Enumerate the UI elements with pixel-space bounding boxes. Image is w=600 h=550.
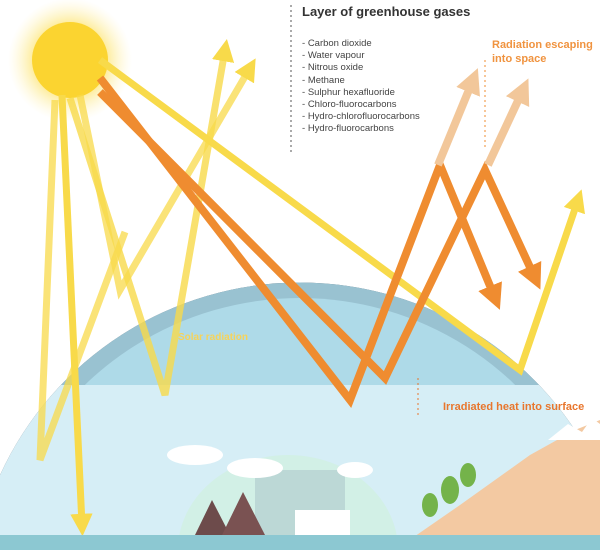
gas-item: Methane xyxy=(302,75,420,87)
trees xyxy=(422,463,476,517)
solar-ray-4 xyxy=(36,99,129,462)
tree xyxy=(441,476,459,504)
volcano-left xyxy=(195,500,230,535)
gas-item: Hydro-chlorofluorocarbons xyxy=(302,111,420,123)
greenhouse-gas-list: Carbon dioxide Water vapour Nitrous oxid… xyxy=(302,38,420,136)
solar-ray-5 xyxy=(97,57,585,376)
cloud xyxy=(167,445,223,465)
escaping-ray-2 xyxy=(484,78,530,167)
gas-item: Nitrous oxide xyxy=(302,62,420,74)
solar-ray-3 xyxy=(66,38,235,397)
heat-ray-2 xyxy=(97,89,542,385)
snow-cap xyxy=(548,418,600,440)
cloud xyxy=(337,462,373,478)
gas-item: Hydro-fluorocarbons xyxy=(302,123,420,135)
gas-item: Carbon dioxide xyxy=(302,38,420,50)
tree xyxy=(422,493,438,517)
sun xyxy=(32,22,108,98)
heat-rays xyxy=(96,75,542,409)
solar-rays xyxy=(36,38,585,537)
escaping-ray-1 xyxy=(434,68,480,167)
factory xyxy=(295,510,350,535)
solar-radiation-label: Solar radiation xyxy=(178,332,249,343)
clouds xyxy=(167,445,373,478)
gas-item: Sulphur hexafluoride xyxy=(302,87,420,99)
greenhouse-layer-title: Layer of greenhouse gases xyxy=(302,4,471,19)
solar-ray-1 xyxy=(58,94,93,537)
irradiated-heat-label: Irradiated heat into surface xyxy=(443,401,585,413)
heat-ray-1 xyxy=(96,75,502,409)
ground-strip xyxy=(0,535,600,550)
gas-item: Water vapour xyxy=(302,50,420,62)
gas-item: Chloro-fluorocarbons xyxy=(302,99,420,111)
escaping-rays xyxy=(434,68,530,167)
tree xyxy=(460,463,476,487)
radiation-escaping-label: Radiation escaping into space xyxy=(492,39,593,65)
land-hill xyxy=(395,420,600,550)
cloud xyxy=(227,458,283,478)
volcano-right xyxy=(222,492,265,535)
